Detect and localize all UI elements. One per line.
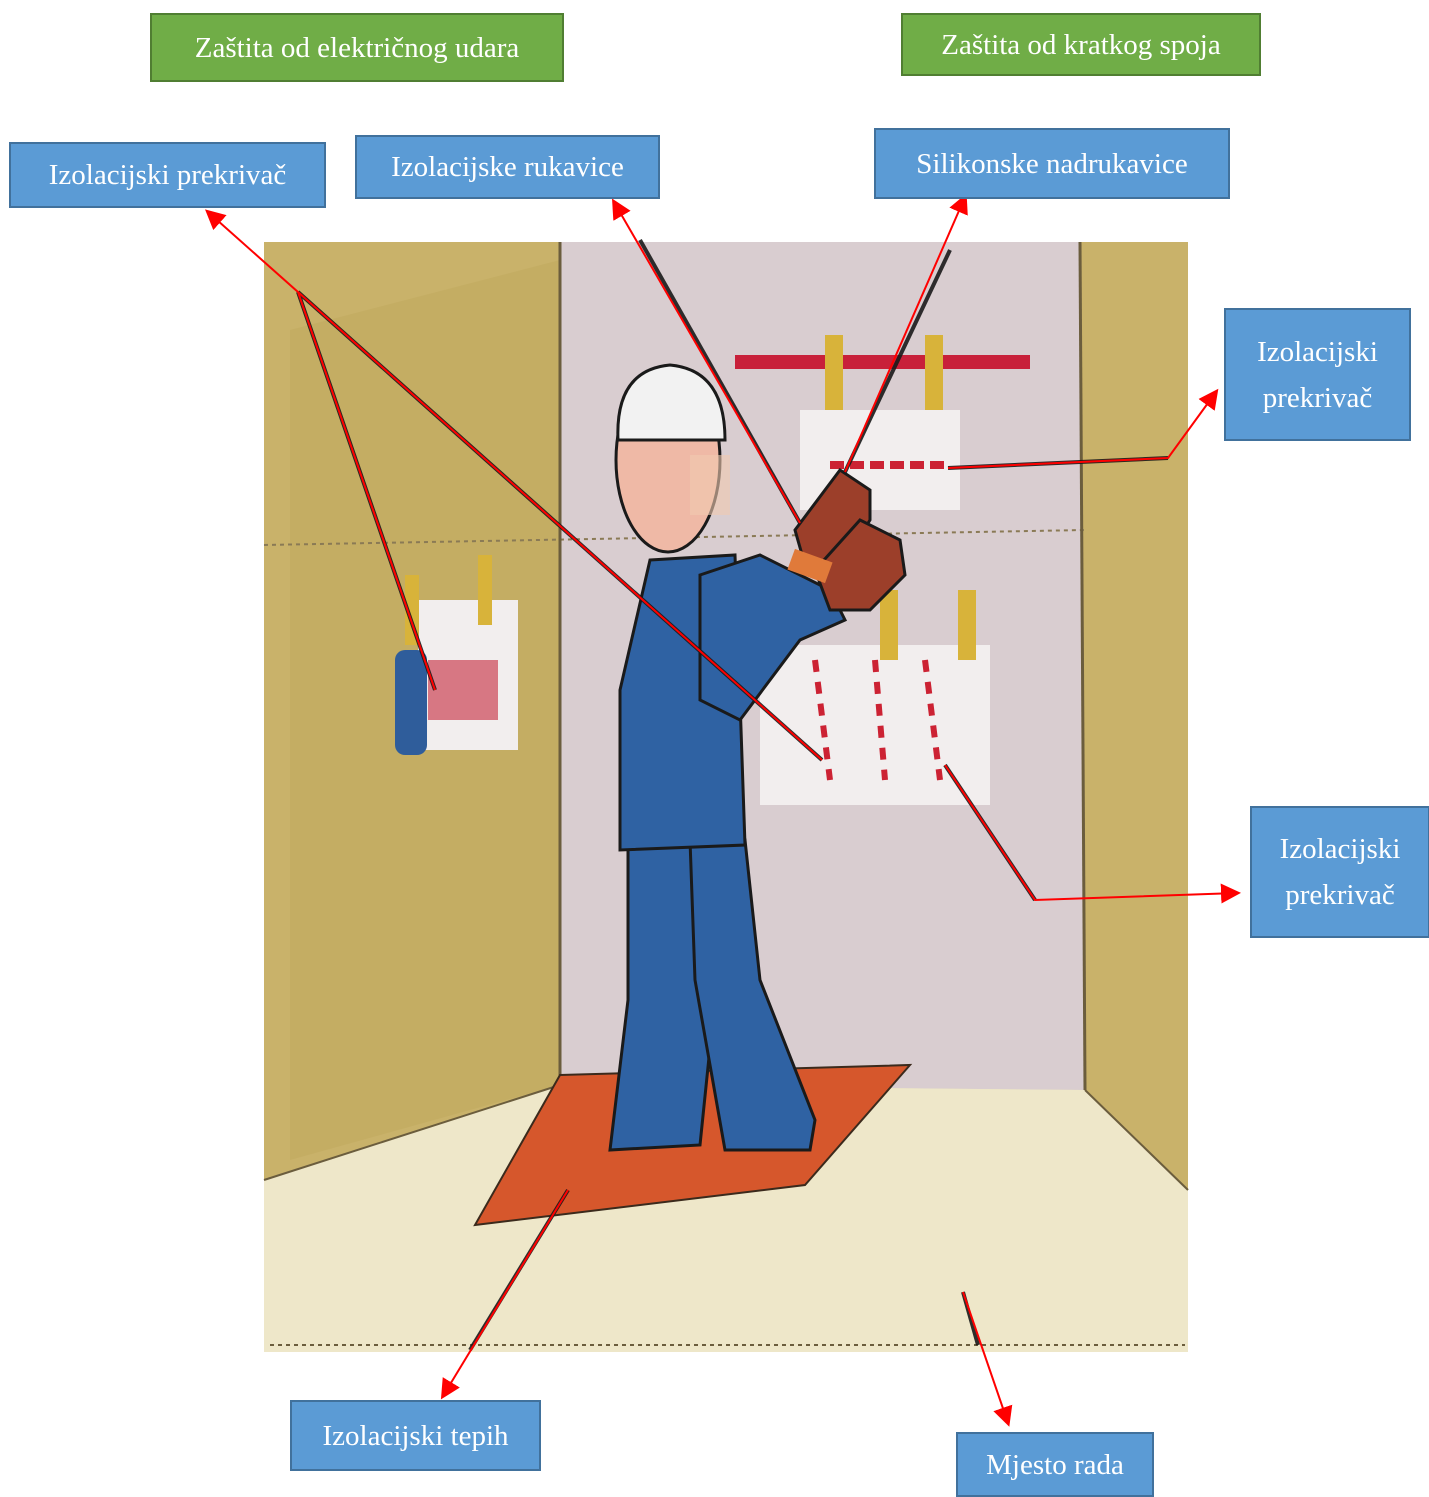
label-cover-top-left: Izolacijski prekrivač bbox=[9, 142, 326, 208]
label-cover-right-2: Izolacijski prekrivač bbox=[1250, 806, 1429, 938]
label-gloves: Izolacijske rukavice bbox=[355, 135, 660, 199]
busbar-top bbox=[735, 355, 1030, 369]
label-cover-right-1-line2: prekrivač bbox=[1262, 381, 1373, 414]
label-sleeves: Silikonske nadrukavice bbox=[874, 128, 1230, 199]
right-wall bbox=[1080, 242, 1188, 1190]
label-cover-right-2-line1: Izolacijski bbox=[1279, 833, 1401, 865]
category-short-circuit: Zaštita od kratkog spoja bbox=[901, 13, 1261, 76]
label-workplace: Mjesto rada bbox=[956, 1432, 1154, 1497]
label-cover-right-1-line1: Izolacijski bbox=[1257, 335, 1378, 368]
label-cover-right-2-line2: prekrivač bbox=[1285, 879, 1395, 911]
label-insulating-mat: Izolacijski tepih bbox=[290, 1400, 541, 1471]
category-electric-shock: Zaštita od električnog udara bbox=[150, 13, 564, 82]
label-cover-right-1: Izolacijski prekrivač bbox=[1224, 308, 1411, 441]
